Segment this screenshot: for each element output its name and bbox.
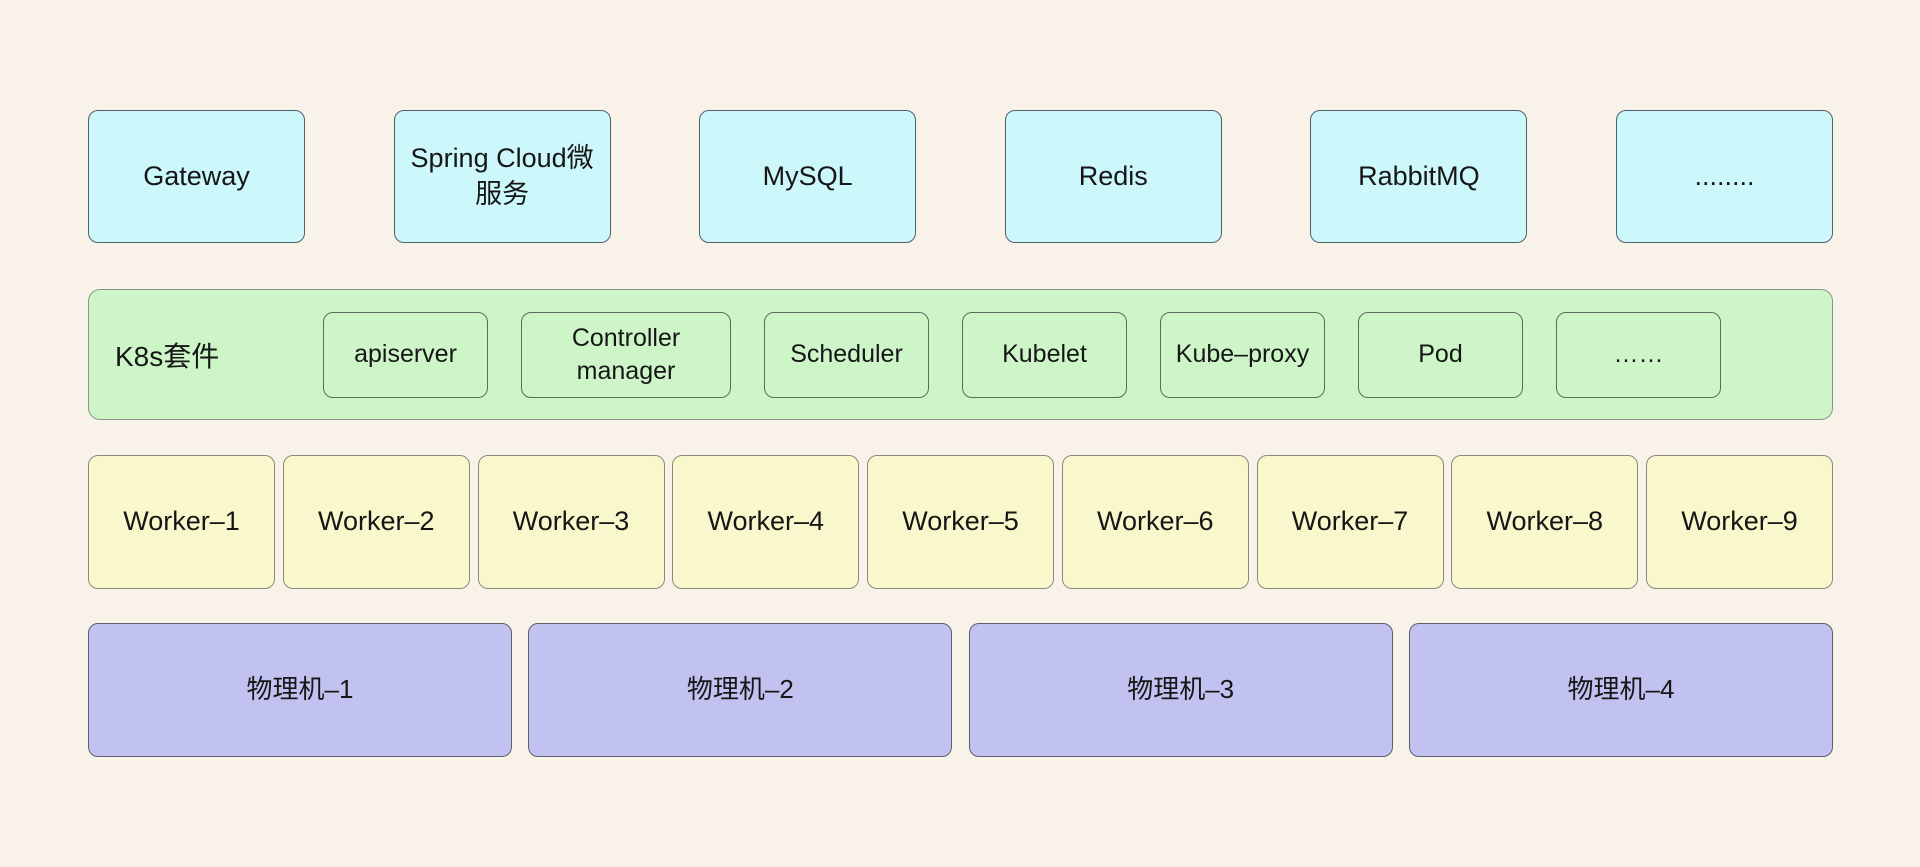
node-spring-cloud: Spring Cloud微服务 [393, 110, 611, 243]
node-machine-4: 物理机–4 [1408, 623, 1833, 757]
node-worker-2: Worker–2 [282, 455, 470, 589]
node-gateway: Gateway [88, 110, 305, 243]
machines-row: 物理机–1 物理机–2 物理机–3 物理机–4 [88, 623, 1833, 757]
node-mysql: MySQL [699, 110, 917, 243]
node-controller-manager: Controller manager [521, 311, 731, 398]
node-services-ellipsis: ........ [1615, 110, 1833, 243]
node-machine-3: 物理机–3 [968, 623, 1393, 757]
node-worker-7: Worker–7 [1256, 455, 1444, 589]
services-row: Gateway Spring Cloud微服务 MySQL Redis Rabb… [88, 110, 1833, 243]
node-worker-9: Worker–9 [1646, 455, 1833, 589]
node-pod: Pod [1358, 311, 1523, 398]
node-scheduler: Scheduler [764, 311, 929, 398]
k8s-suite-label: K8s套件 [115, 340, 220, 372]
node-worker-4: Worker–4 [672, 455, 860, 589]
node-machine-2: 物理机–2 [528, 623, 953, 757]
node-kubelet: Kubelet [962, 311, 1127, 398]
node-kube-proxy: Kube–proxy [1160, 311, 1325, 398]
node-worker-1: Worker–1 [88, 455, 275, 589]
node-worker-6: Worker–6 [1061, 455, 1249, 589]
node-worker-5: Worker–5 [867, 455, 1054, 589]
node-k8s-ellipsis: …… [1556, 311, 1721, 398]
node-worker-8: Worker–8 [1451, 455, 1639, 589]
node-machine-1: 物理机–1 [88, 623, 512, 757]
k8s-suite-container: K8s套件 apiserver Controller manager Sched… [88, 289, 1833, 420]
node-rabbitmq: RabbitMQ [1310, 110, 1528, 243]
node-worker-3: Worker–3 [477, 455, 665, 589]
node-apiserver: apiserver [323, 311, 488, 398]
workers-row: Worker–1 Worker–2 Worker–3 Worker–4 Work… [88, 455, 1833, 589]
node-redis: Redis [1004, 110, 1222, 243]
